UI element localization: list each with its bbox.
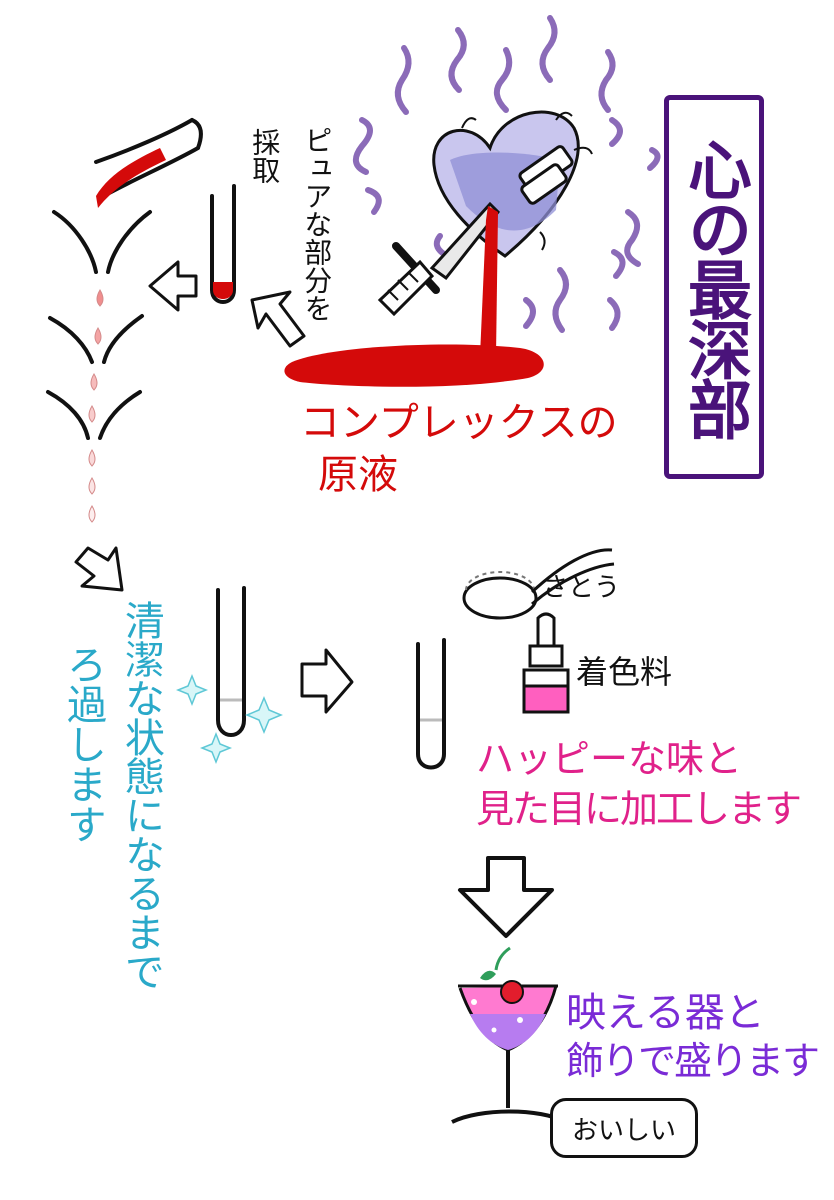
label-filter-b: ろ過します <box>60 644 106 844</box>
tasty-label: おいしい <box>571 1115 676 1146</box>
arrow-down-right-icon <box>74 546 124 592</box>
label-serve-line2: 飾りで盛ります <box>566 1039 820 1083</box>
test-tube-blood-icon <box>210 184 236 304</box>
arrow-right-icon <box>300 648 354 714</box>
label-complex-line2: 原液 <box>318 452 398 498</box>
title-box: 心の最深部 <box>664 95 764 479</box>
label-sugar: さとう <box>542 573 621 603</box>
bandage-icon <box>518 145 574 205</box>
label-happy-line1: ハッピーな味と <box>476 737 743 781</box>
cocktail-glass-icon <box>451 984 567 1124</box>
dagger-icon <box>377 201 501 317</box>
blood-pool <box>284 206 544 387</box>
arrow-down-icon <box>458 856 554 938</box>
heart-icon <box>432 110 593 258</box>
sugar-spoon-icon <box>462 548 615 620</box>
test-tube-clear-icon <box>216 586 246 737</box>
label-serve-line1: 映える器と <box>566 990 765 1036</box>
aura-squiggles <box>353 15 661 333</box>
label-happy-line2: 見た目に加工します <box>476 787 802 831</box>
label-collect-a: 採取 <box>248 128 282 184</box>
label-collect-b: ピュアな部分を <box>300 126 334 322</box>
dye-bottle-icon <box>522 612 570 714</box>
cherry-icon <box>480 946 524 1004</box>
label-coloring: 着色料 <box>576 653 673 691</box>
page-title: 心の最深部 <box>677 137 751 437</box>
arrow-left-icon <box>148 260 198 312</box>
tasty-tag: おいしい <box>550 1098 698 1158</box>
pipette-icon <box>94 118 203 208</box>
test-tube-flavor-icon <box>416 638 446 770</box>
arrow-up-left-icon <box>250 290 306 348</box>
label-complex-line1: コンプレックスの <box>300 400 618 446</box>
filter-funnels <box>46 210 152 440</box>
label-filter-a: 清潔な状態になるまで <box>118 600 164 990</box>
drops <box>88 289 104 523</box>
sparkle-icons <box>175 673 283 765</box>
